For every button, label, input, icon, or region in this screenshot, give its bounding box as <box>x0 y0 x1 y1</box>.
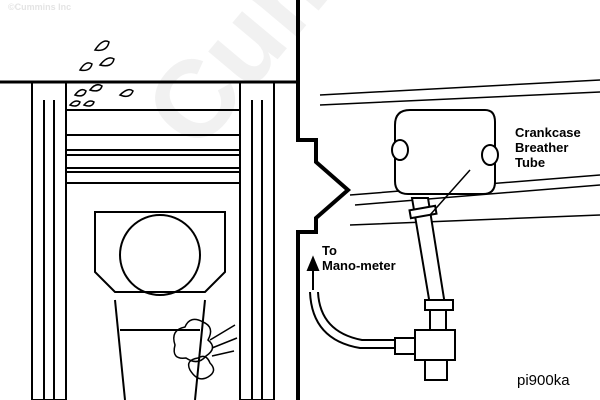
breather-tube <box>394 169 471 381</box>
manometer-label-line: To <box>322 243 337 258</box>
piston <box>65 109 241 400</box>
oil-droplets <box>68 40 134 107</box>
breather-label: Crankcase Breather Tube <box>515 125 581 170</box>
divider-arrow <box>296 0 352 400</box>
figure-code: pi900ka <box>517 372 570 389</box>
breather-label-line: Breather <box>515 140 569 155</box>
cylinder <box>0 80 298 400</box>
manometer-label: To Mano-meter <box>322 243 396 273</box>
breather-box <box>391 109 499 195</box>
breather-label-line: Crankcase <box>515 125 581 140</box>
blowby-puffs <box>173 318 238 380</box>
manometer-label-line: Mano-meter <box>322 258 396 273</box>
up-arrow-icon <box>306 255 320 290</box>
copyright: ©Cummins Inc <box>8 2 72 12</box>
manometer-hose <box>309 291 395 349</box>
breather-label-line: Tube <box>515 155 546 170</box>
